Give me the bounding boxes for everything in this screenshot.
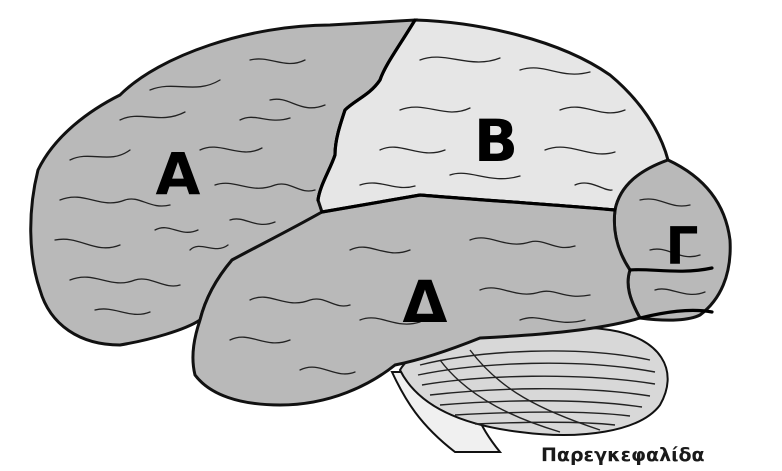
temporal-lobe-label: Δ [403,268,448,336]
occipital-lobe-label: Γ [665,217,698,277]
frontal-lobe-label: Α [156,140,201,208]
cerebellum-label: Παρεγκεφαλίδα [541,444,705,466]
parietal-lobe-label: Β [474,107,518,175]
